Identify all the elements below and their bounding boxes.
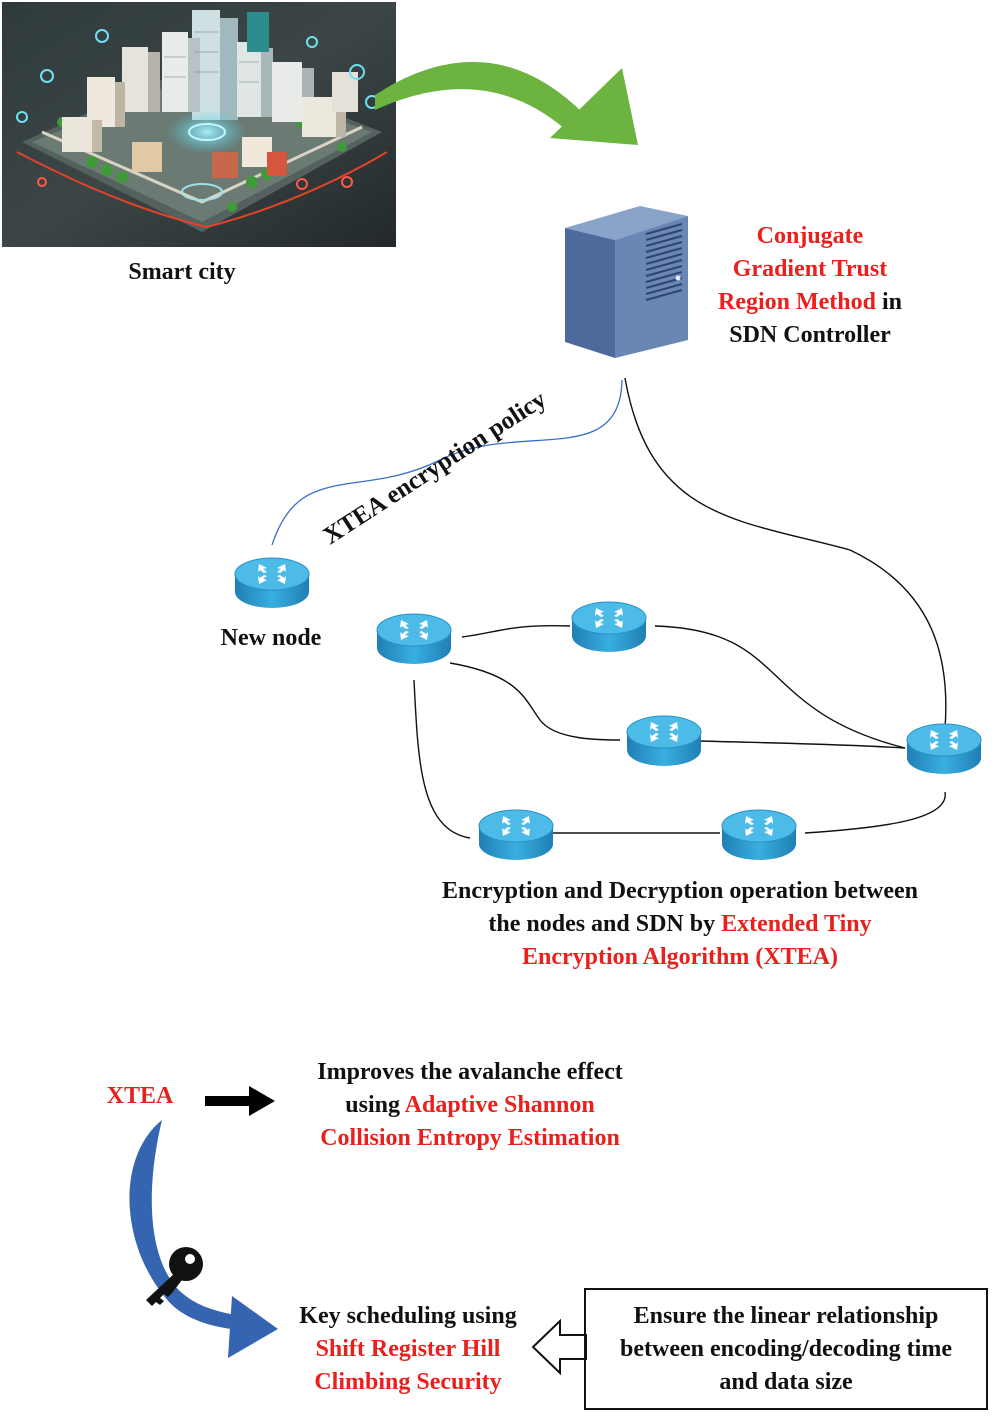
router-icon — [234, 557, 310, 608]
blue-curved-arrow-icon — [129, 1120, 278, 1358]
link-a-c — [449, 662, 621, 741]
network-caption-line-2-red: Extended Tiny — [721, 911, 872, 937]
router-node-a[interactable] — [375, 610, 453, 672]
controller-line-3: Region Method in — [690, 286, 930, 319]
xtea-effect-line-2-red: Adaptive Shannon — [404, 1092, 595, 1118]
controller-line-3-red: Region Method — [717, 289, 876, 315]
key-scheduling-line-1: Key scheduling using — [299, 1303, 517, 1329]
router-icon — [376, 613, 452, 664]
link-f-e — [804, 791, 946, 834]
ensure-box-text: Ensure the linear relationship between e… — [586, 1300, 986, 1399]
network-caption-line-3: Encryption Algorithm (XTEA) — [521, 944, 838, 970]
link-a-b — [461, 624, 571, 638]
router-node-c[interactable] — [625, 712, 703, 774]
router-node-d[interactable] — [477, 806, 555, 868]
green-arrow-icon — [375, 61, 638, 145]
xtea-effect-line-3: Collision Entropy Estimation — [320, 1125, 620, 1151]
xtea-effect-text: Improves the avalanche effect using Adap… — [270, 1056, 670, 1155]
router-icon — [626, 715, 702, 766]
key-icon — [146, 1247, 203, 1306]
router-new-node[interactable] — [233, 554, 311, 616]
link-a-d — [413, 679, 471, 839]
key-scheduling-line-3: Climbing Security — [314, 1369, 502, 1395]
router-icon — [721, 809, 797, 860]
ensure-line-3: and data size — [719, 1369, 853, 1395]
controller-line-4: SDN Controller — [729, 322, 891, 348]
server-icon — [565, 206, 688, 358]
right-arrow-icon — [205, 1086, 275, 1116]
xtea-effect-line-2-black: using — [345, 1092, 405, 1118]
controller-link — [624, 377, 947, 729]
router-icon — [906, 723, 982, 774]
key-scheduling-text: Key scheduling using Shift Register Hill… — [268, 1300, 548, 1399]
policy-link — [271, 379, 623, 546]
ensure-line-1: Ensure the linear relationship — [633, 1303, 939, 1329]
ensure-box — [584, 1288, 988, 1410]
xtea-effect-line-2: using Adaptive Shannon — [270, 1089, 670, 1122]
xtea-label: XTEA — [106, 1083, 174, 1109]
policy-label: XTEA encryption policy — [319, 386, 552, 550]
key-scheduling-line-2: Shift Register Hill — [315, 1336, 501, 1362]
controller-line-3-black: in — [875, 289, 902, 315]
network-caption-line-1: Encryption and Decryption operation betw… — [442, 878, 918, 904]
link-b-e — [654, 625, 906, 749]
router-icon — [478, 809, 554, 860]
controller-label: Conjugate Gradient Trust Region Method i… — [690, 220, 930, 352]
router-node-b[interactable] — [570, 598, 648, 660]
network-caption: Encryption and Decryption operation betw… — [380, 875, 980, 974]
ensure-line-2: between encoding/decoding time — [620, 1336, 952, 1362]
controller-line-1: Conjugate — [756, 223, 864, 249]
smart-city-image — [2, 2, 396, 247]
network-caption-line-2-black: the nodes and SDN by — [488, 911, 722, 937]
router-node-e[interactable] — [905, 720, 983, 782]
router-icon — [571, 601, 647, 652]
router-node-f[interactable] — [720, 806, 798, 868]
link-c-e — [699, 740, 906, 749]
network-caption-line-2: the nodes and SDN by Extended Tiny — [380, 908, 980, 941]
xtea-effect-line-1: Improves the avalanche effect — [317, 1059, 623, 1085]
controller-line-2: Gradient Trust — [732, 256, 888, 282]
hollow-left-arrow-icon — [531, 1318, 587, 1376]
smart-city-label: Smart city — [128, 259, 236, 285]
new-node-label: New node — [220, 625, 322, 651]
